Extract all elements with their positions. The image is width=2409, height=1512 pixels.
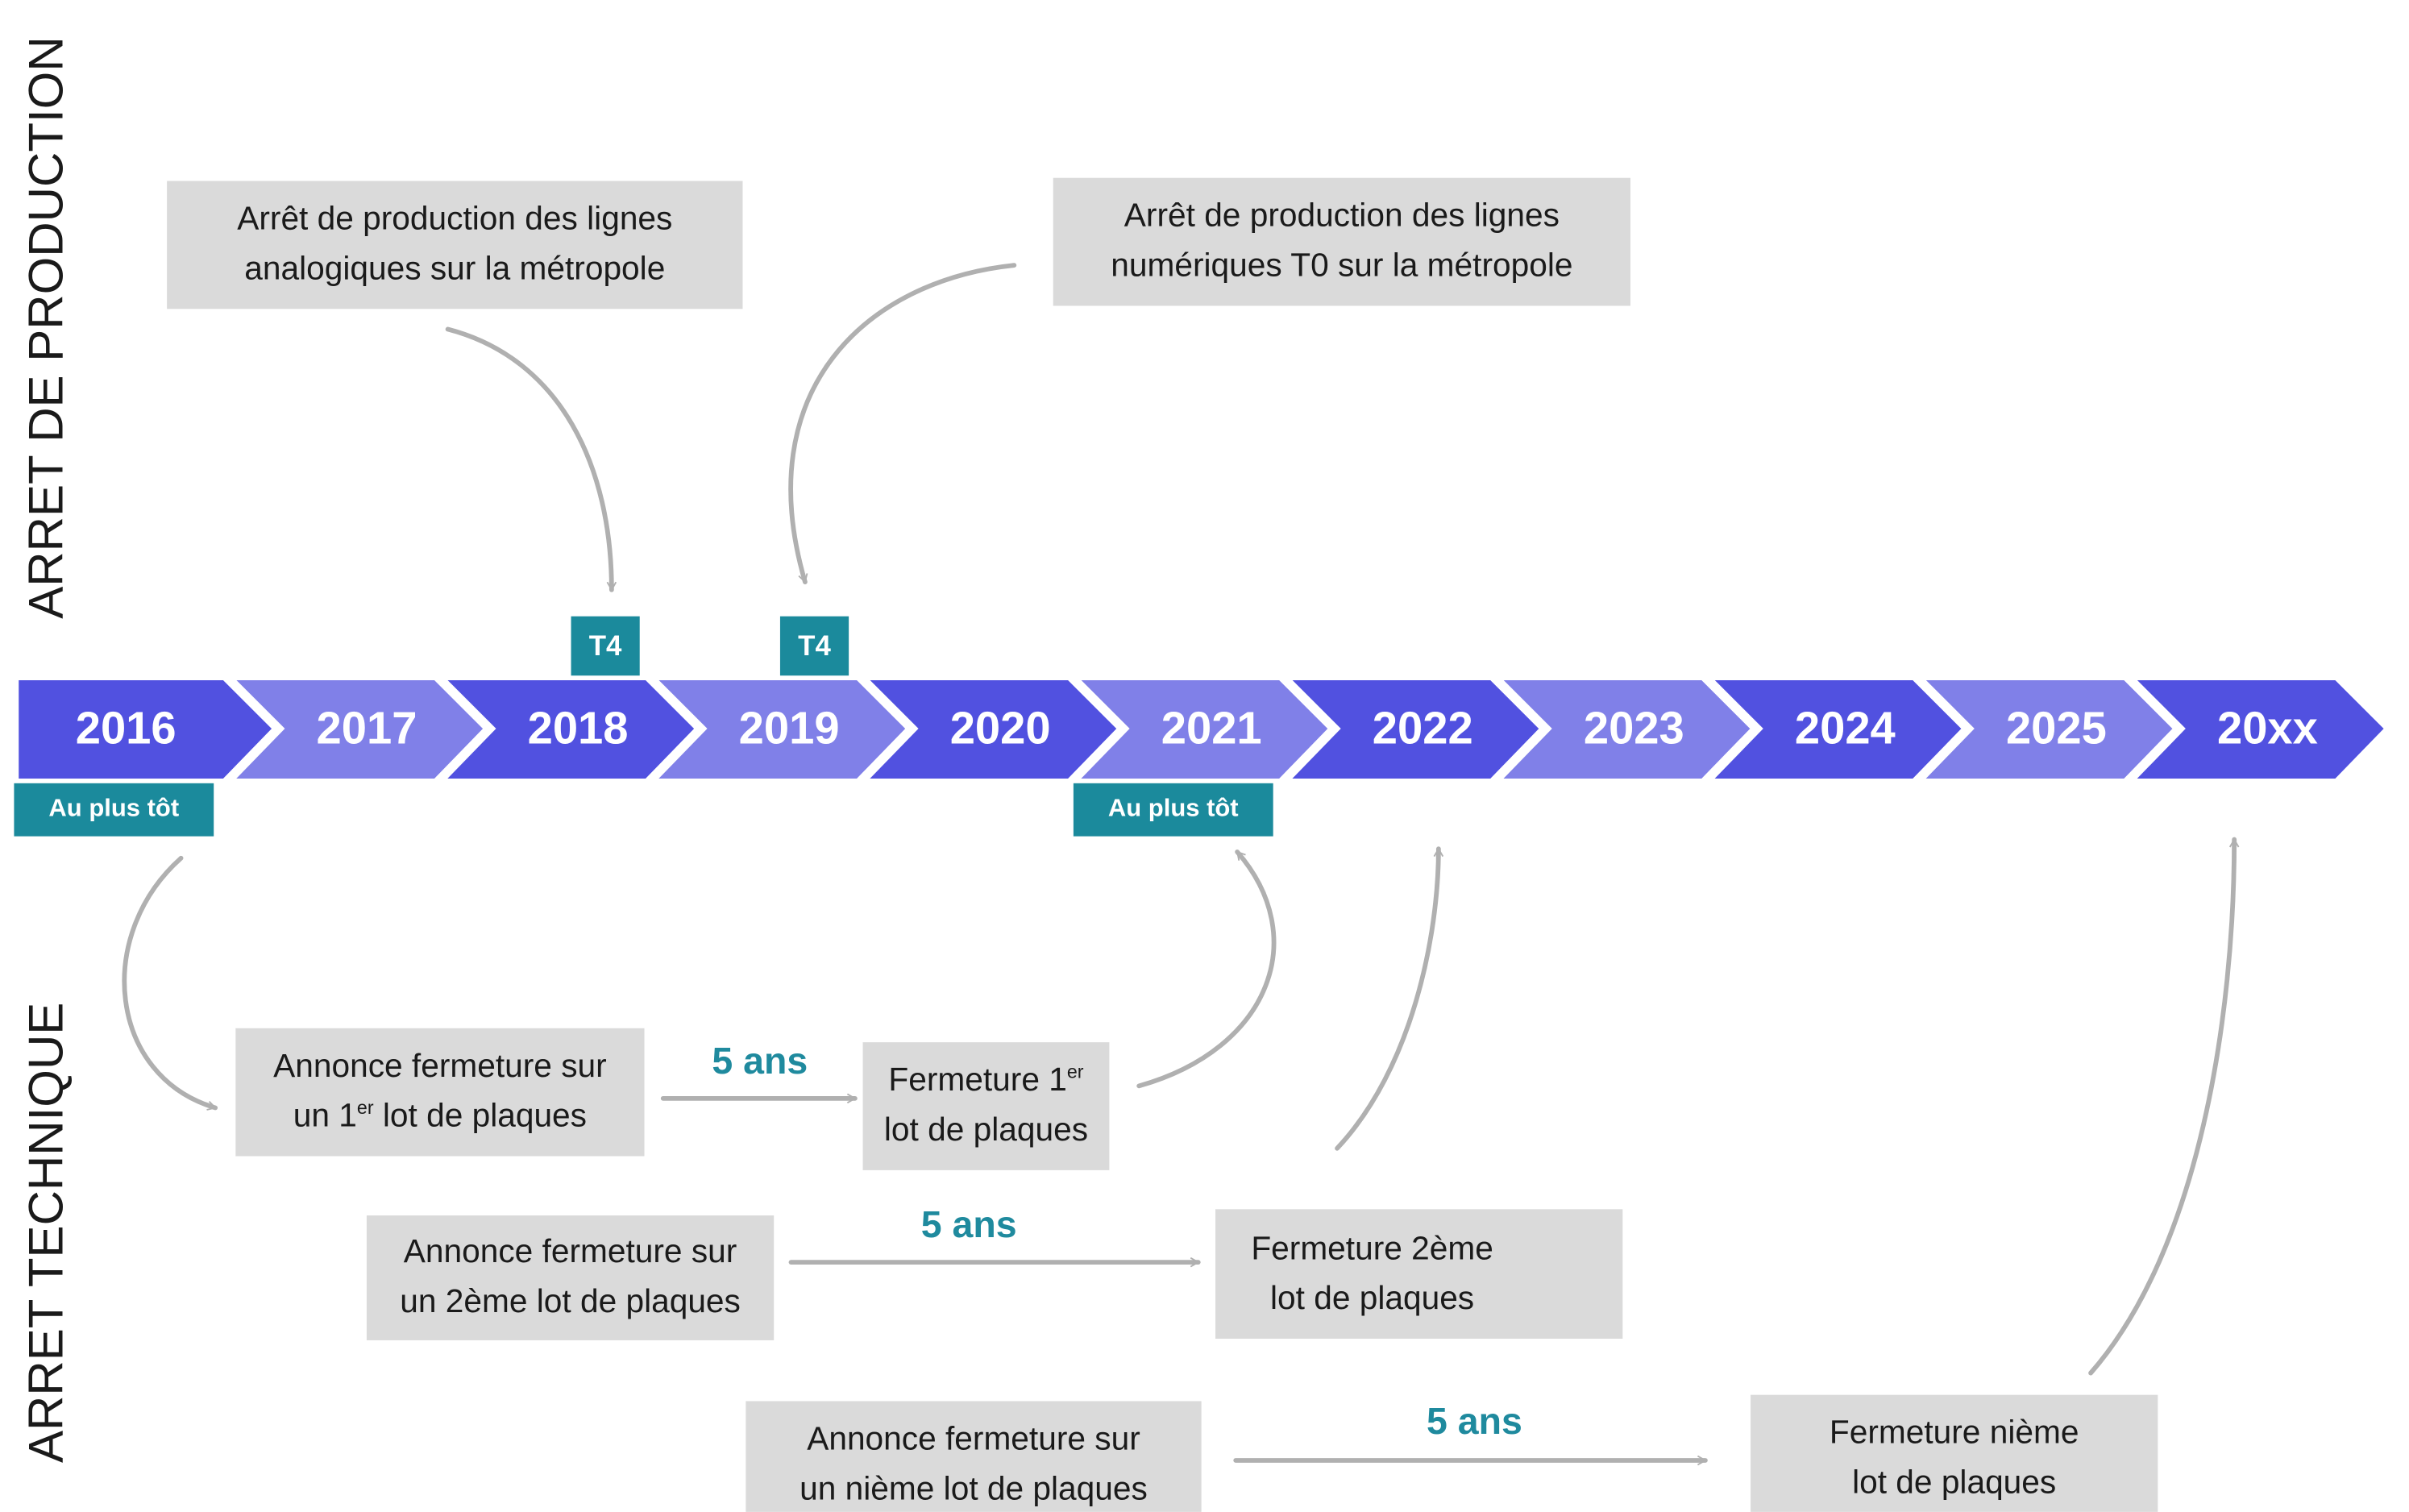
box-text: lot de plaques <box>1269 1280 1475 1316</box>
box-closure-lot-2: Fermeture 2ème lot de plaques <box>1215 1209 1623 1339</box>
superscript: er <box>356 1096 374 1119</box>
section-label-technique: ARRET TECHNIQUE <box>19 1002 73 1464</box>
box-announce-lot-1: Annonce fermeture sur un 1er lot de plaqu… <box>235 1028 645 1157</box>
box-text: Annonce fermeture sur <box>807 1421 1140 1458</box>
year-label-2017: 2017 <box>316 704 417 754</box>
tag-t4-2018: T4 <box>571 616 640 676</box>
year-label-2016: 2016 <box>75 704 177 754</box>
year-label-2025: 2025 <box>2005 704 2107 754</box>
box-analog-production-stop: Arrêt de production des lignes analogique… <box>167 181 743 309</box>
box-text: Arrêt de production des lignes <box>1124 197 1560 235</box>
tag-au-plus-tot-2016: Au plus tôt <box>14 783 214 837</box>
year-label-20xx: 20xx <box>2216 704 2318 754</box>
arrow-closure-n-to-20xx <box>2088 837 2240 1376</box>
box-text: numériques T0 sur la métropole <box>1111 247 1573 285</box>
year-label-2023: 2023 <box>1583 704 1684 754</box>
box-text: Fermeture nième <box>1829 1414 2079 1452</box>
box-closure-lot-1: Fermeture 1er lot de plaques <box>862 1042 1110 1170</box>
box-closure-lot-n: Fermeture nième lot de plaques <box>1751 1394 2158 1512</box>
box-announce-lot-n: Annonce fermeture sur un nième lot de pla… <box>746 1401 1202 1512</box>
box-text: un nième lot de plaques <box>800 1471 1148 1508</box>
box-numeric-production-stop: Arrêt de production des lignes numériques… <box>1053 177 1630 306</box>
arrow-numeric-to-2019 <box>788 263 1017 584</box>
year-label-2022: 2022 <box>1372 704 1473 754</box>
tag-au-plus-tot-2021: Au plus tôt <box>1073 783 1273 837</box>
year-label-2018: 2018 <box>527 704 629 754</box>
superscript: er <box>1066 1061 1084 1083</box>
duration-label-1: 5 ans <box>712 1041 808 1083</box>
section-label-production: ARRET DE PRODUCTION <box>19 36 73 619</box>
year-label-2019: 2019 <box>738 704 840 754</box>
box-text: lot de plaques <box>373 1098 588 1135</box>
box-text: lot de plaques <box>883 1112 1089 1149</box>
box-text: un 1 <box>293 1098 357 1135</box>
duration-label-3: 5 ans <box>1426 1401 1522 1443</box>
year-label-2020: 2020 <box>949 704 1051 754</box>
box-text: lot de plaques <box>1852 1464 2057 1502</box>
arrow-closure-2-to-2022 <box>1335 846 1444 1151</box>
year-segment-20xx <box>2114 671 2397 788</box>
arrow-2016-to-announce-1 <box>122 855 218 1111</box>
duration-label-2: 5 ans <box>920 1204 1017 1247</box>
connector-arrows <box>122 263 2240 1466</box>
box-announce-lot-2: Annonce fermeture sur un 2ème lot de plaq… <box>366 1215 775 1340</box>
box-text: Fermeture 1 <box>888 1062 1067 1099</box>
arrow-closure-1-to-2021 <box>1136 849 1277 1089</box>
box-text: Arrêt de production des lignes <box>237 201 673 238</box>
box-text: Annonce fermeture sur <box>273 1048 607 1085</box>
year-label-2024: 2024 <box>1794 704 1896 754</box>
box-text: Annonce fermeture sur <box>403 1234 737 1270</box>
year-timeline <box>9 671 2397 788</box>
box-text: un 2ème lot de plaques <box>400 1284 741 1320</box>
arrow-analog-to-2018 <box>445 326 617 592</box>
tag-t4-2019: T4 <box>779 616 849 676</box>
box-text: analogiques sur la métropole <box>244 251 666 288</box>
box-text: Fermeture 2ème <box>1251 1230 1493 1266</box>
year-label-2021: 2021 <box>1161 704 1262 754</box>
